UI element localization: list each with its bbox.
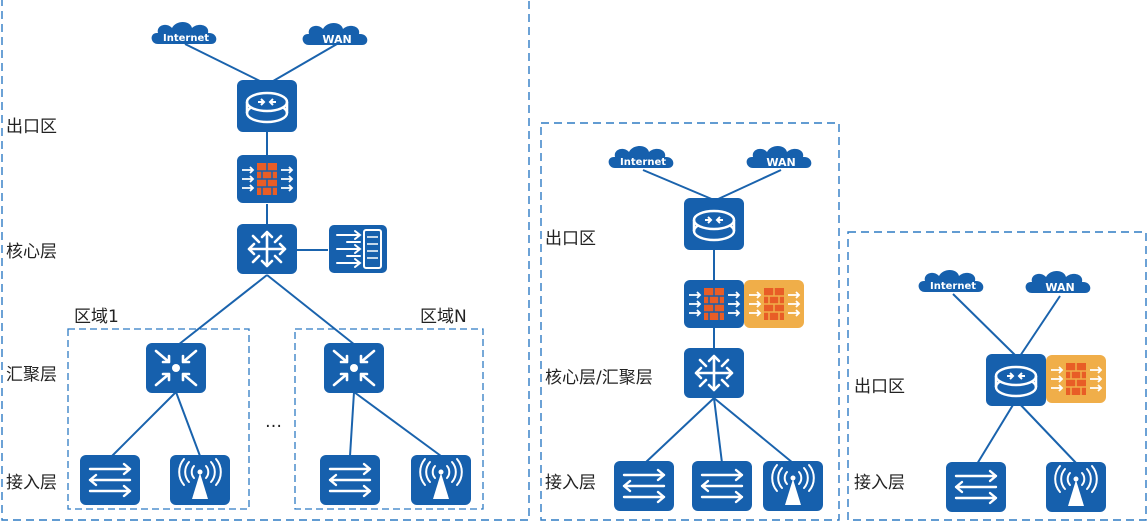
cloud-wan-medium: WAN [746,146,812,169]
core-aggregation-switch-medium [682,346,746,400]
cloud-internet-small-label: Internet [930,281,976,292]
wireless-ap-medium [762,460,824,512]
frame-large-campus [1,0,530,521]
frame-area-n [294,328,484,510]
firewall-small [1045,354,1107,404]
controller-large [328,224,388,274]
label-area-n: 区域N [420,307,467,327]
cloud-internet-large: Internet [151,22,217,44]
firewall-medium [683,279,745,329]
label-core-aggregation-layer: 核心层/汇聚层 [545,368,653,388]
core-switch-large [235,222,299,276]
firewall-medium-secondary [743,279,805,329]
cloud-internet-medium-label: Internet [620,157,666,168]
wireless-ap-area-n [410,454,472,506]
label-core-layer: 核心层 [6,242,57,262]
router-small [984,352,1048,408]
wireless-ap-area-1 [169,454,231,506]
router-medium [682,196,746,252]
label-export-zone-large: 出口区 [6,117,57,137]
router-large [235,78,299,134]
label-ellipsis: … [265,412,282,432]
access-switch-medium-1 [612,459,676,513]
label-access-layer-medium: 接入层 [545,473,596,493]
label-aggregation-layer: 汇聚层 [6,365,57,385]
frame-area-1 [67,328,250,510]
links [111,43,1078,465]
label-access-layer-small: 接入层 [854,473,905,493]
cloud-internet-large-label: Internet [163,33,209,44]
access-switch-area-1 [78,453,142,507]
aggregation-switch-area-n [322,341,386,395]
cloud-internet-medium: Internet [608,146,674,168]
access-switch-area-n [318,453,382,507]
frame-medium-campus [540,122,840,521]
firewall-large [236,154,298,204]
cloud-wan-medium-label: WAN [766,156,795,169]
access-switch-small [944,460,1008,514]
frame-small-campus [847,231,1147,521]
wireless-ap-small [1045,461,1107,513]
cloud-wan-small-label: WAN [1045,281,1074,294]
label-export-zone-small: 出口区 [854,377,905,397]
label-area-1: 区域1 [74,307,119,327]
label-export-zone-medium: 出口区 [545,229,596,249]
cloud-wan-large-label: WAN [322,33,351,46]
cloud-internet-small: Internet [918,270,984,292]
label-access-layer-large: 接入层 [6,473,57,493]
cloud-wan-large: WAN [302,23,368,46]
aggregation-switch-area-1 [144,341,208,395]
cloud-wan-small: WAN [1025,271,1091,294]
access-switch-medium-2 [690,459,754,513]
